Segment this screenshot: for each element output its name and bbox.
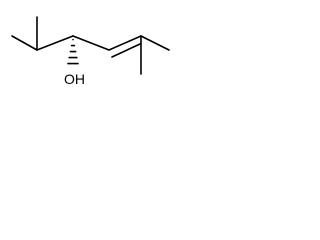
bond-to-carbinol xyxy=(36,35,74,51)
bond-to-alkene xyxy=(72,35,110,51)
hydroxyl-label: OH xyxy=(64,71,85,87)
structure-diagram: OH xyxy=(11,16,170,87)
bond-methyl-top-left xyxy=(11,35,38,51)
hashed-wedge-bond xyxy=(67,38,79,65)
double-bond-inner xyxy=(111,43,141,58)
double-bond-outer xyxy=(108,35,142,51)
molecule-canvas: OH xyxy=(0,0,180,111)
bond-methyl-right xyxy=(140,35,170,51)
